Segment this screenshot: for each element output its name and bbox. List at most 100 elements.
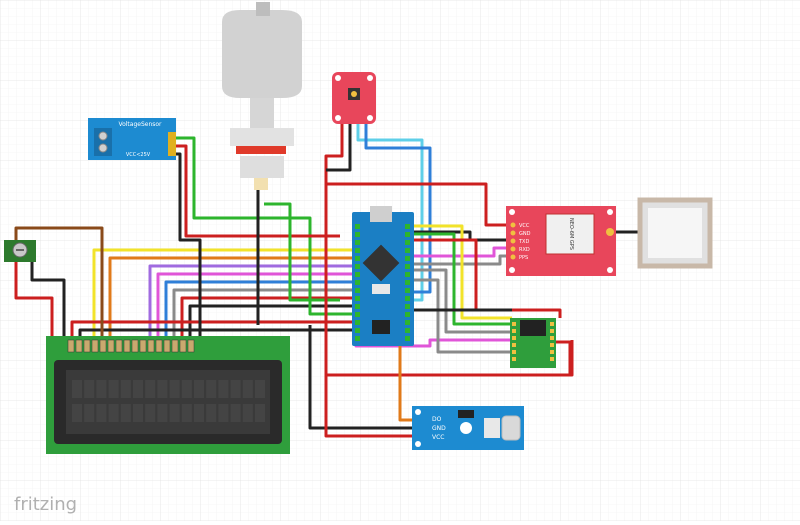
wire-black-imu[interactable]	[326, 124, 352, 172]
arduino-pin-left[interactable]	[355, 304, 360, 309]
wire-cyan-imu[interactable]	[356, 124, 424, 302]
wire-grey2-lora[interactable]	[410, 278, 512, 354]
wire-blue-imu[interactable]	[364, 124, 432, 294]
gps-antenna[interactable]	[606, 197, 713, 269]
rf-pin-right[interactable]	[550, 343, 554, 347]
wire-green-float[interactable]	[264, 202, 340, 302]
arduino-pin-left[interactable]	[355, 240, 360, 245]
wire-magenta-gps[interactable]	[410, 246, 508, 258]
lcd-header-pin[interactable]	[155, 339, 163, 353]
potentiometer[interactable]	[4, 240, 36, 262]
arduino-pin-right[interactable]	[405, 312, 410, 317]
gps-pin[interactable]	[510, 246, 516, 252]
arduino-pin-left[interactable]	[355, 232, 360, 237]
arduino-pin-left[interactable]	[355, 256, 360, 261]
arduino-pin-left[interactable]	[355, 288, 360, 293]
gps-pin[interactable]	[510, 238, 516, 244]
rf-pin-left[interactable]	[512, 329, 516, 333]
wire-orange-lcd[interactable]	[108, 256, 355, 340]
rf-pin-left[interactable]	[512, 350, 516, 354]
wire-black-gps-gnd[interactable]	[410, 230, 508, 242]
arduino-pin-left[interactable]	[355, 312, 360, 317]
wire-red-voltage[interactable]	[174, 144, 340, 238]
arduino-pin-right[interactable]	[405, 232, 410, 237]
rf-pin-left[interactable]	[512, 343, 516, 347]
voltage-sensor-module[interactable]: VoltageSensor VCC<25V	[88, 118, 176, 160]
vibration-sensor-module[interactable]: DO GND VCC	[412, 406, 524, 450]
imu-breakout[interactable]	[332, 72, 376, 124]
arduino-pin-right[interactable]	[405, 256, 410, 261]
lcd-header-pin[interactable]	[139, 339, 147, 353]
arduino-pin-right[interactable]	[405, 272, 410, 277]
rf-pin-left[interactable]	[512, 336, 516, 340]
lcd-header-pin[interactable]	[147, 339, 155, 353]
arduino-pin-right[interactable]	[405, 280, 410, 285]
lcd-header-pin[interactable]	[123, 339, 131, 353]
arduino-pin-left[interactable]	[355, 224, 360, 229]
arduino-pin-left[interactable]	[355, 248, 360, 253]
lcd-header-pin[interactable]	[163, 339, 171, 353]
rf-pin-right[interactable]	[550, 357, 554, 361]
lcd-header-pin[interactable]	[75, 339, 83, 353]
arduino-pin-right[interactable]	[405, 248, 410, 253]
lcd-header-pin[interactable]	[107, 339, 115, 353]
arduino-pin-right[interactable]	[405, 240, 410, 245]
wire-yellow-lora[interactable]	[410, 224, 512, 320]
wire-green-voltage[interactable]	[174, 136, 355, 316]
rf-pin-right[interactable]	[550, 322, 554, 326]
lcd-header-pin[interactable]	[171, 339, 179, 353]
lcd-header-pin[interactable]	[179, 339, 187, 353]
rf-pin-right[interactable]	[550, 329, 554, 333]
gps-pin[interactable]	[510, 254, 516, 260]
wire-red-imu[interactable]	[324, 124, 574, 377]
arduino-pin-right[interactable]	[405, 304, 410, 309]
wire-orange-vibration[interactable]	[398, 338, 414, 422]
wire-red-lora-vcc[interactable]	[555, 340, 572, 375]
lcd-header-pin[interactable]	[99, 339, 107, 353]
arduino-pin-left[interactable]	[355, 264, 360, 269]
rf-module[interactable]	[510, 318, 556, 368]
lcd-header-pin[interactable]	[91, 339, 99, 353]
wire-red-gps-vcc[interactable]	[326, 182, 508, 227]
rf-pin-right[interactable]	[550, 350, 554, 354]
arduino-pin-left[interactable]	[355, 296, 360, 301]
arduino-pin-right[interactable]	[405, 328, 410, 333]
lcd-16x2[interactable]	[46, 336, 290, 454]
arduino-pin-left[interactable]	[355, 336, 360, 341]
wire-yellow-lcd[interactable]	[92, 248, 355, 340]
arduino-pin-left[interactable]	[355, 272, 360, 277]
float-level-sensor[interactable]	[222, 2, 302, 190]
gps-pin[interactable]	[510, 222, 516, 228]
wire-red-pot[interactable]	[14, 262, 54, 340]
arduino-nano[interactable]	[352, 206, 414, 346]
arduino-pin-left[interactable]	[355, 320, 360, 325]
arduino-pin-right[interactable]	[405, 224, 410, 229]
wire-red-lcd-vcc[interactable]	[70, 320, 355, 340]
lcd-header-pin[interactable]	[115, 339, 123, 353]
wire-black-vibration[interactable]	[308, 325, 414, 430]
wire-black-pot[interactable]	[30, 262, 66, 340]
wire-brown-pot[interactable]	[14, 226, 104, 340]
wire-red-lcd[interactable]	[180, 296, 355, 340]
rf-pin-right[interactable]	[550, 336, 554, 340]
wire-black-voltage[interactable]	[174, 152, 202, 338]
arduino-pin-right[interactable]	[405, 264, 410, 269]
arduino-pin-right[interactable]	[405, 336, 410, 341]
arduino-pin-right[interactable]	[405, 296, 410, 301]
wire-grey-lora[interactable]	[410, 268, 512, 334]
wire-purple-lcd[interactable]	[148, 264, 355, 340]
lcd-header-pin[interactable]	[131, 339, 139, 353]
wire-green-lora[interactable]	[410, 232, 512, 326]
lcd-header-pin[interactable]	[83, 339, 91, 353]
rf-pin-left[interactable]	[512, 322, 516, 326]
lcd-header-pin[interactable]	[67, 339, 75, 353]
arduino-pin-left[interactable]	[355, 328, 360, 333]
gps-pin[interactable]	[510, 230, 516, 236]
lcd-header-pin[interactable]	[187, 339, 195, 353]
wire-red-vibration[interactable]	[324, 375, 414, 438]
arduino-pin-left[interactable]	[355, 280, 360, 285]
arduino-pin-right[interactable]	[405, 320, 410, 325]
rf-pin-left[interactable]	[512, 357, 516, 361]
arduino-pin-right[interactable]	[405, 288, 410, 293]
